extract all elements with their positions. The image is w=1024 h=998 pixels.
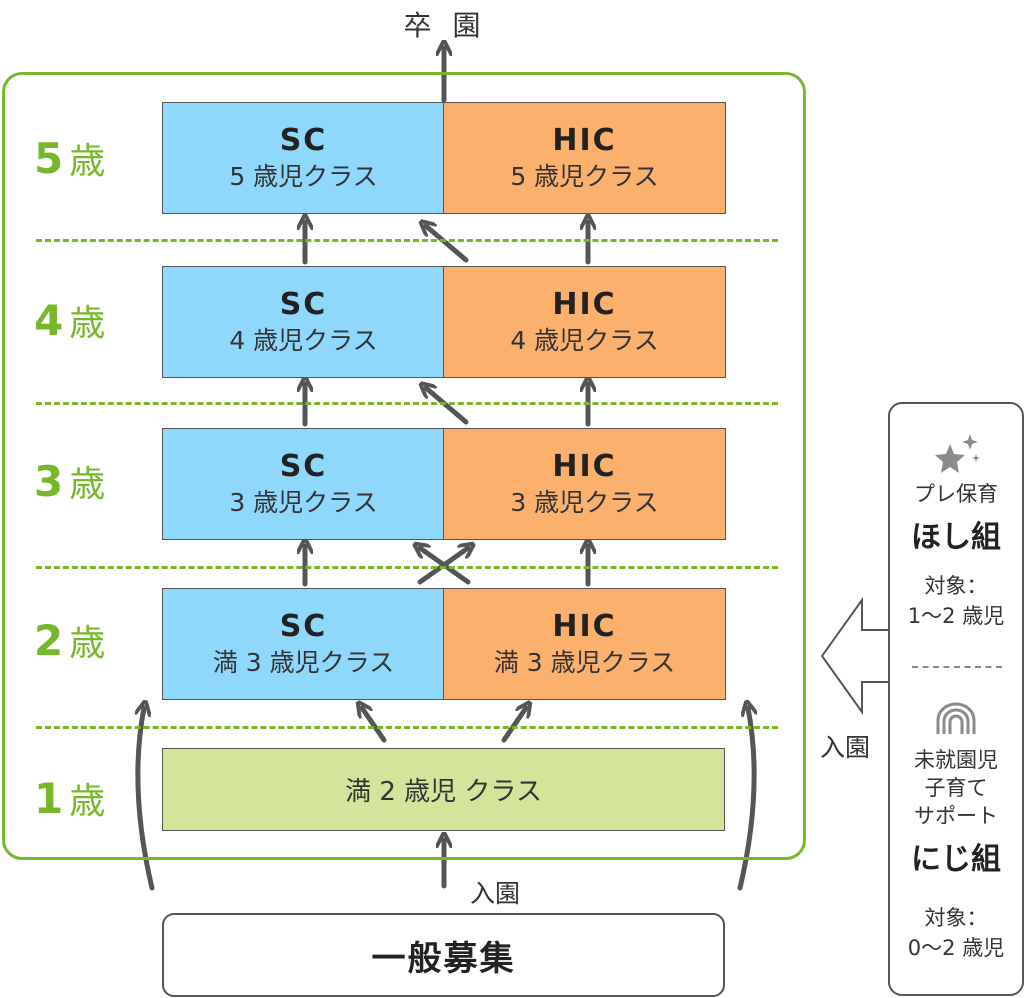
class-code: HIC (552, 449, 617, 484)
hic-class-box: HIC 5 歳児クラス (443, 102, 726, 214)
age-divider (36, 239, 778, 242)
target-label: 対象： (924, 906, 988, 930)
hic-class-box: HIC 3 歳児クラス (443, 428, 726, 540)
arrow-hic-to-sc-3-4 (426, 388, 469, 425)
class-code: HIC (552, 609, 617, 644)
panel-divider (912, 666, 1002, 668)
sc-class-box: SC 5 歳児クラス (162, 102, 445, 214)
pre-school-panel: プレ保育 ほし組 対象： 1〜2 歳児 未就園児 子育て サポート にじ組 対象… (888, 402, 1024, 996)
class-name: 5 歳児クラス (229, 162, 378, 191)
enrollment-label: 入園 (470, 879, 521, 908)
class-name: 3 歳児クラス (510, 488, 659, 517)
side-entry-arrow (820, 596, 888, 716)
class-code: HIC (552, 123, 617, 158)
age-divider (36, 726, 778, 729)
arrow-one-to-sc (362, 708, 387, 743)
arrow-hic-to-sc-4-5 (426, 226, 469, 263)
age-divider (36, 402, 778, 405)
class-name: 5 歳児クラス (510, 162, 659, 191)
one-year-class-box: 満 2 歳児 クラス (162, 748, 725, 831)
hic-class-box: HIC 満 3 歳児クラス (443, 588, 726, 700)
support-line: サポート (914, 804, 998, 828)
age-divider (36, 566, 778, 569)
kindergarten-frame (2, 72, 806, 860)
class-name: 3 歳児クラス (229, 488, 378, 517)
class-name: 4 歳児クラス (510, 326, 659, 355)
general-recruitment-box: 一般募集 (162, 913, 725, 997)
sparkle-star-icon (935, 434, 980, 473)
class-code: SC (279, 609, 328, 644)
rainbow-icon (936, 702, 976, 734)
class-code: SC (279, 287, 328, 322)
class-name: 4 歳児クラス (229, 326, 378, 355)
sc-class-box: SC 4 歳児クラス (162, 266, 445, 378)
side-enrollment-label: 入園 (820, 733, 871, 762)
class-code: SC (279, 449, 328, 484)
target-label: 対象： (924, 574, 988, 598)
target-range: 0〜2 歳児 (907, 936, 1005, 960)
hic-class-box: HIC 4 歳児クラス (443, 266, 726, 378)
class-code: SC (279, 123, 328, 158)
hoshi-group-name: ほし組 (911, 520, 1001, 555)
graduation-label: 卒 園 (403, 9, 487, 42)
pre-school-label: プレ保育 (914, 482, 998, 506)
sc-class-box: SC 3 歳児クラス (162, 428, 445, 540)
arrow-cross-b (417, 548, 468, 585)
niji-group-name: にじ組 (911, 842, 1001, 877)
class-code: HIC (552, 287, 617, 322)
sc-class-box: SC 満 3 歳児クラス (162, 588, 445, 700)
class-name: 満 3 歳児クラス (212, 648, 395, 677)
support-line: 子育て (924, 776, 988, 800)
support-line: 未就園児 (914, 748, 998, 772)
arrow-one-to-hic (501, 708, 526, 743)
class-name: 満 3 歳児クラス (493, 648, 676, 677)
target-range: 1〜2 歳児 (907, 604, 1005, 628)
